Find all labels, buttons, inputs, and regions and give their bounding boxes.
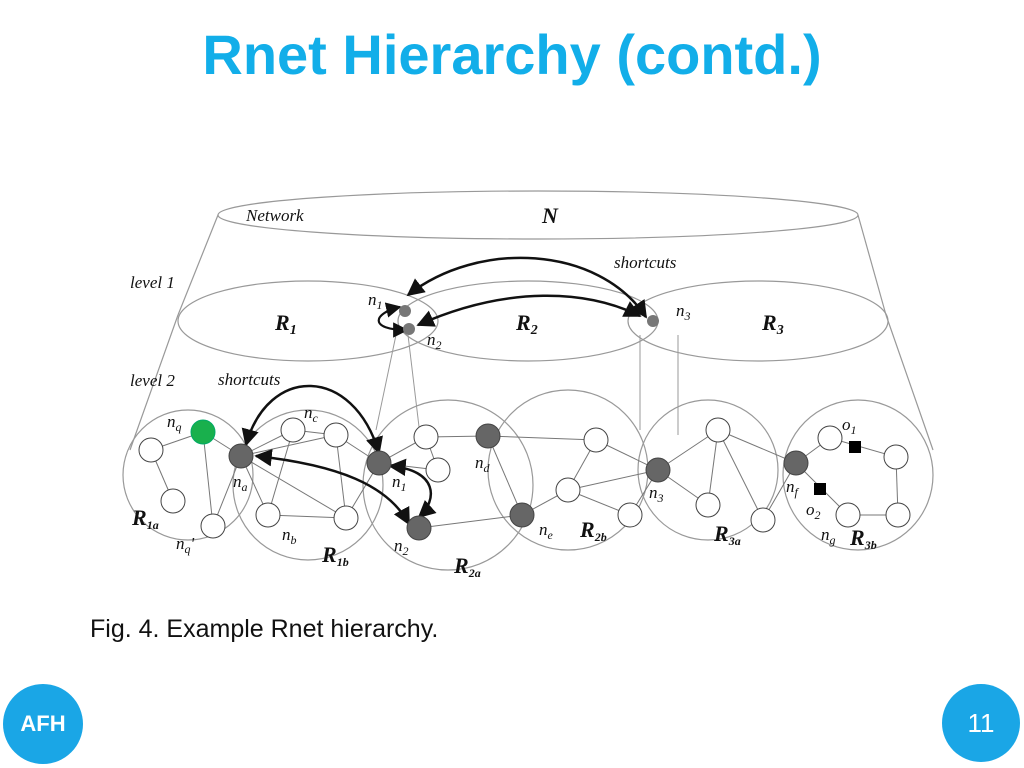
node-white (885, 502, 911, 528)
label-nf: nf (786, 477, 800, 499)
network-label: Network (245, 206, 304, 225)
label-r1a: R1a (131, 505, 159, 532)
region-r2b-circle (487, 389, 649, 551)
object-o1-square (849, 441, 861, 453)
cone-right-bottom (885, 314, 934, 451)
node-n1 (366, 450, 392, 476)
node-n1-level1 (399, 305, 411, 317)
network-ellipse (217, 190, 859, 240)
region-r1a-circle (122, 409, 254, 541)
region-r1b-circle (232, 409, 384, 561)
label-r3a: R3a (713, 521, 741, 548)
label-r2a: R2a (453, 553, 481, 580)
label-na: na (233, 472, 248, 494)
node-n2 (406, 515, 432, 541)
node-white (413, 424, 439, 450)
node-nb (255, 502, 281, 528)
region-r3a-circle (637, 399, 779, 541)
region-r1-ellipse (177, 280, 439, 362)
label-nc: nc (304, 403, 319, 425)
node-n2-level1 (403, 323, 415, 335)
node-white (138, 437, 164, 463)
label-r3b: R3b (849, 525, 877, 552)
label-nq-prime: nq' (176, 534, 195, 556)
object-o2-square (814, 483, 826, 495)
label-nb: nb (282, 525, 297, 547)
label-n2-level2: n2 (394, 536, 409, 558)
label-r2: R2 (515, 310, 538, 338)
afh-logo-badge: AFH (3, 684, 83, 764)
cone-right-top (857, 214, 887, 316)
region-r2a-circle (362, 399, 534, 571)
label-r3: R3 (761, 310, 784, 338)
slide-title: Rnet Hierarchy (contd.) (202, 23, 822, 86)
node-white (617, 502, 643, 528)
node-white (695, 492, 721, 518)
rnet-hierarchy-diagram: Network N level 1 level 2 shortcuts shor… (122, 190, 934, 580)
node-white (817, 425, 843, 451)
node-white (750, 507, 776, 533)
node-n3 (645, 457, 671, 483)
rnet-hierarchy-figure: Network N level 1 level 2 shortcuts shor… (118, 185, 938, 600)
graph-nodes (138, 417, 911, 541)
node-nq-prime (200, 513, 226, 539)
node-nd (475, 423, 501, 449)
label-n2-level1: n2 (427, 330, 442, 352)
node-white (705, 417, 731, 443)
shortcut-arrow-n1-n2 (388, 458, 437, 519)
label-n3-level1: n3 (676, 301, 691, 323)
node-white (323, 422, 349, 448)
cone-left-top (177, 214, 219, 316)
shortcut-arrow-n1-n3 (406, 256, 648, 319)
node-nc (280, 417, 306, 443)
region-r3-ellipse (627, 280, 889, 362)
label-r2b: R2b (579, 517, 607, 544)
shortcut-arrow-n2-n3 (416, 294, 642, 327)
figure-caption: Fig. 4. Example Rnet hierarchy. (90, 615, 439, 643)
shortcuts-label-top: shortcuts (614, 253, 677, 272)
label-ne: ne (539, 520, 554, 542)
node-white (160, 488, 186, 514)
node-white (425, 457, 451, 483)
connector-n1 (375, 334, 397, 431)
label-r1: R1 (274, 310, 297, 338)
label-n3-level2: n3 (649, 483, 664, 505)
level2-label: level 2 (130, 371, 175, 390)
network-n-label: N (541, 203, 559, 228)
shortcut-arrow-n1-n2 (377, 302, 409, 338)
level1-label: level 1 (130, 273, 175, 292)
node-white (583, 427, 609, 453)
node-white (883, 444, 909, 470)
label-n1-level1: n1 (368, 290, 383, 312)
label-r1b: R1b (321, 542, 349, 569)
node-white (333, 505, 359, 531)
node-ng (835, 502, 861, 528)
node-white (555, 477, 581, 503)
connector-n2 (407, 334, 421, 436)
node-na (228, 443, 254, 469)
region-r3b-circle (782, 399, 934, 551)
node-nq (190, 419, 216, 445)
label-nq: nq (167, 412, 182, 434)
cone-left-bottom (129, 314, 179, 451)
node-ne (509, 502, 535, 528)
label-nd: nd (475, 453, 491, 475)
label-ng: ng (821, 525, 836, 547)
page-number-badge: 11 (942, 684, 1020, 762)
node-n3-level1 (647, 315, 659, 327)
label-n1-level2: n1 (392, 472, 407, 494)
shortcut-arrow-na-n1 (241, 384, 383, 455)
label-o1: o1 (842, 415, 857, 437)
label-o2: o2 (806, 500, 821, 522)
node-nf (783, 450, 809, 476)
shortcuts-label-level2: shortcuts (218, 370, 281, 389)
